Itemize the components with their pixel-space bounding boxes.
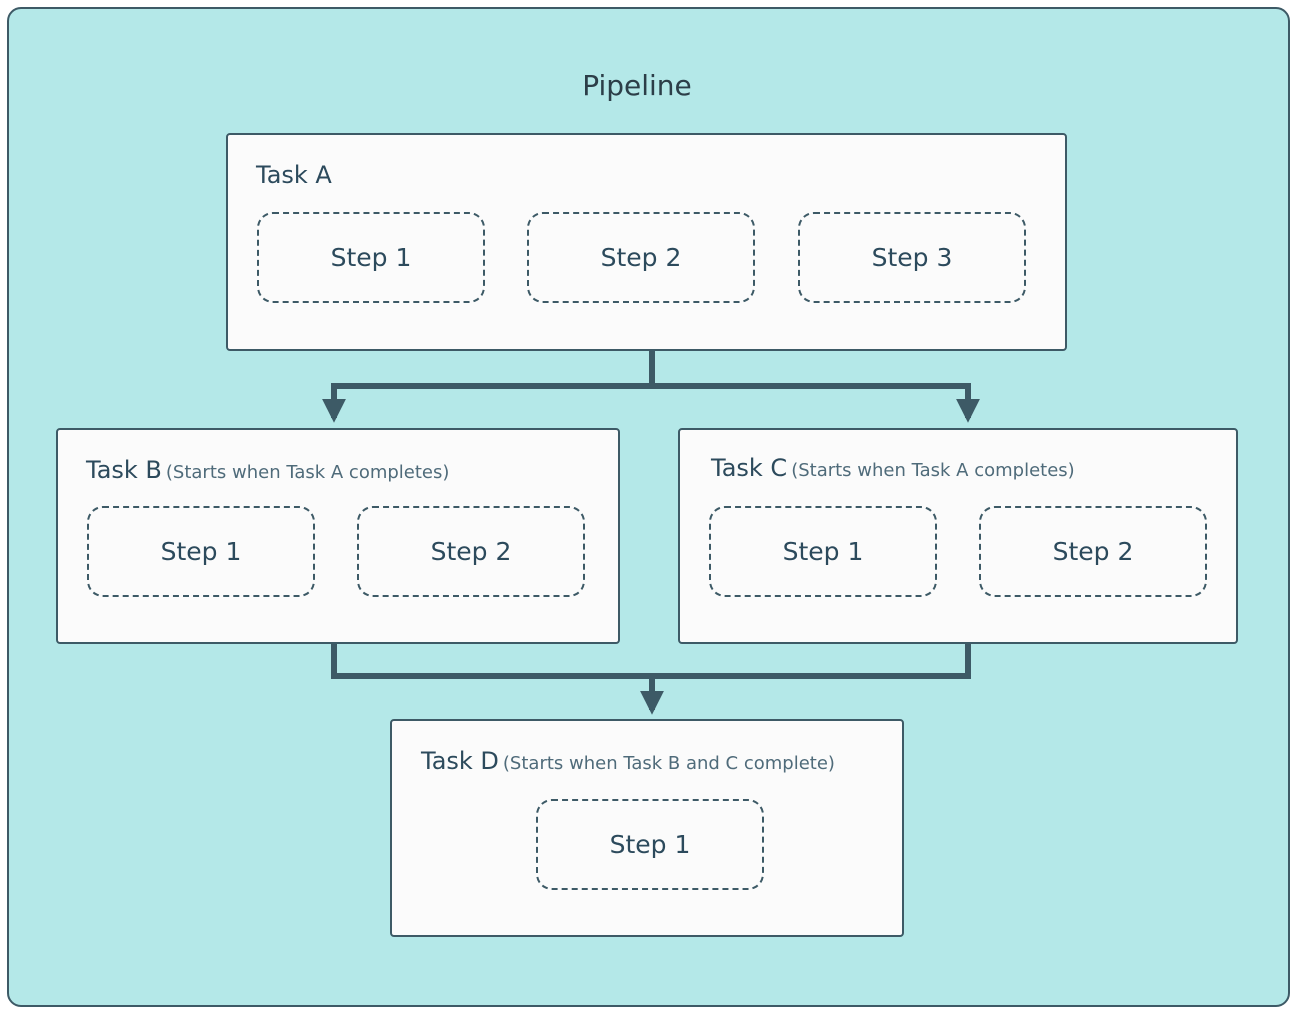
task-b-note: (Starts when Task A completes) (165, 462, 450, 483)
pipeline-title: Pipeline (582, 69, 692, 102)
task-d: Task D(Starts when Task B and C complete… (390, 719, 904, 937)
task-a-step-1: Step 1 (257, 212, 485, 303)
task-a: Task A Step 1 Step 2 Step 3 (226, 133, 1067, 351)
task-b-step-1: Step 1 (87, 506, 315, 597)
task-c-name: Task C (711, 454, 788, 482)
task-a-step-3: Step 3 (798, 212, 1026, 303)
task-d-name: Task D (421, 747, 499, 775)
task-c-step-2: Step 2 (979, 506, 1207, 597)
task-b-step-2: Step 2 (357, 506, 585, 597)
connector-b-c-join (331, 642, 971, 679)
task-b: Task B(Starts when Task A completes) Ste… (56, 428, 620, 644)
task-a-step-2: Step 2 (527, 212, 755, 303)
task-c-step-1: Step 1 (709, 506, 937, 597)
connector-a-to-b (322, 350, 655, 423)
task-d-step-1: Step 1 (536, 799, 764, 890)
task-c-note: (Starts when Task A completes) (791, 460, 1075, 481)
connector-a-to-c (652, 383, 980, 423)
task-d-note: (Starts when Task B and C complete) (502, 753, 835, 774)
task-c: Task C(Starts when Task A completes) Ste… (678, 428, 1238, 644)
task-b-name: Task B (86, 456, 162, 484)
task-a-name: Task A (256, 161, 332, 189)
